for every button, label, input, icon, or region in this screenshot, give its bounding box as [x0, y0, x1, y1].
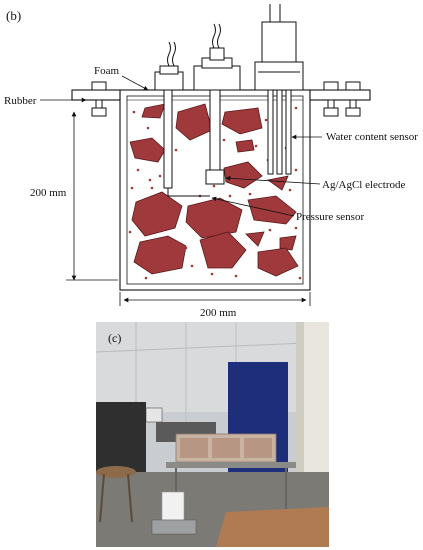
width-dimension-label: 200 mm [200, 307, 237, 319]
scale [151, 519, 197, 535]
ag-agcl-electrode-label: Ag/AgCl electrode [322, 179, 406, 191]
probes [163, 89, 292, 197]
sensor-heads [154, 4, 304, 91]
wooden-board [216, 507, 329, 547]
monitor [145, 407, 163, 423]
flange-bolts [91, 81, 361, 117]
foam-label: Foam [94, 65, 120, 77]
panel-c-label: (c) [108, 331, 121, 345]
beaker [161, 491, 185, 521]
height-dimension-label: 200 mm [30, 187, 67, 199]
rubber-label: Rubber [4, 95, 37, 107]
height-dimension [66, 111, 118, 281]
width-dimension [119, 292, 311, 306]
pressure-sensor-label: Pressure sensor [296, 211, 364, 223]
equipment-rack [96, 402, 146, 472]
panel-b-label: (b) [6, 8, 21, 23]
water-content-sensor-label: Water content sensor [326, 131, 418, 143]
lab-photo: (c) [96, 322, 329, 547]
soil-column-schematic: (b) [4, 4, 418, 319]
rock-fragments [129, 103, 299, 277]
